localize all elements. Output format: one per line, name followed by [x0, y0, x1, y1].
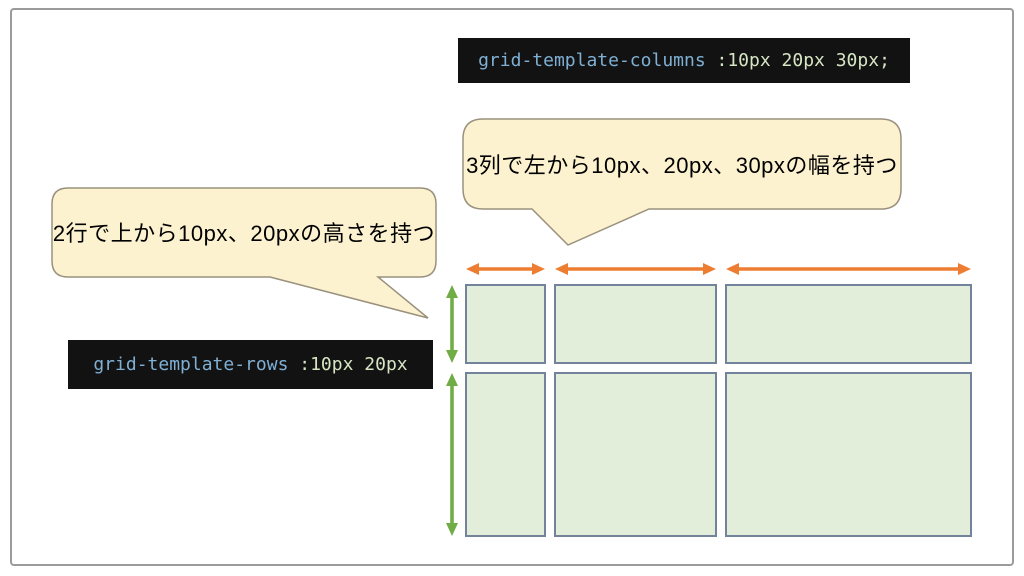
grid-cell-r2c3: [725, 372, 972, 537]
grid-cell-r1c2: [554, 284, 717, 364]
row1-height-arrow-icon: [445, 284, 459, 364]
col3-width-arrow-icon: [725, 262, 972, 276]
code-snippet-columns: grid-template-columns :10px 20px 30px;: [458, 38, 910, 83]
grid-cell-r2c2: [554, 372, 717, 537]
grid-cell-r2c1: [465, 372, 546, 537]
col2-width-arrow-icon: [554, 262, 717, 276]
code-value-rows: :10px 20px: [288, 353, 408, 375]
code-property-columns: grid-template-columns: [478, 49, 706, 71]
speech-bubble-shape: [51, 187, 437, 319]
callout-columns: 3列で左から10px、20px、30pxの幅を持つ: [462, 118, 902, 248]
callout-columns-text: 3列で左から10px、20px、30pxの幅を持つ: [466, 152, 898, 178]
speech-bubble-shape: [462, 118, 902, 246]
grid-cell-r1c1: [465, 284, 546, 364]
callout-rows-text: 2行で上から10px、20pxの高さを持つ: [52, 221, 436, 246]
grid-cell-r1c3: [725, 284, 972, 364]
code-property-rows: grid-template-rows: [93, 353, 289, 375]
code-snippet-rows: grid-template-rows :10px 20px: [68, 340, 433, 389]
callout-rows: 2行で上から10px、20pxの高さを持つ: [51, 187, 437, 319]
row2-height-arrow-icon: [445, 372, 459, 537]
grid-diagram: [465, 284, 972, 537]
col1-width-arrow-icon: [465, 262, 546, 276]
code-value-columns: :10px 20px 30px;: [705, 49, 890, 71]
